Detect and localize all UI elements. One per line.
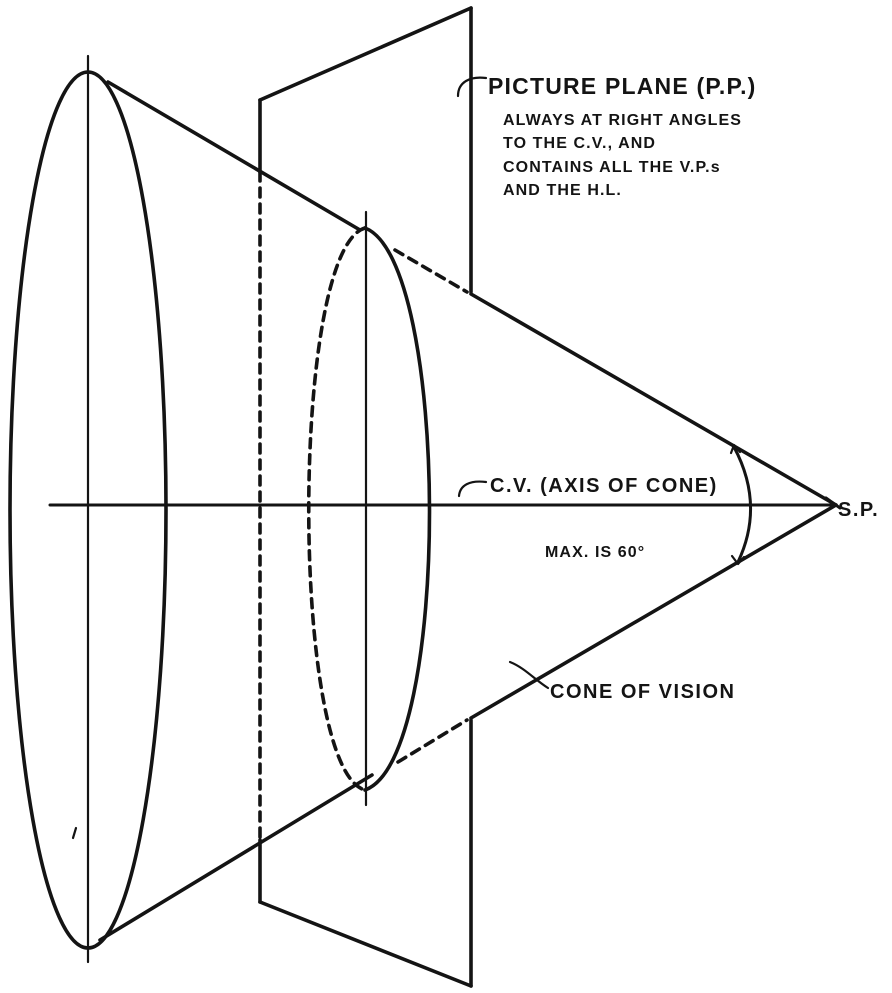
stray-mark [71,826,78,840]
cone-lower-edge-back [469,503,838,720]
picture-plane-top-edge [258,6,473,102]
angle-arc-arrow-bottom [730,554,746,566]
cone-of-vision-label: CONE OF VISION [550,681,735,703]
picture-plane-note-line-4: AND THE H.L. [503,182,622,199]
picture-plane-note-line-2: TO THE C.V., AND [503,135,656,152]
cone-of-vision [98,80,838,942]
picture-plane [258,6,473,988]
picture-plane-bottom-edge [258,900,473,988]
max-angle-label: MAX. IS 60° [545,544,645,561]
picture-plane-note-line-1: ALWAYS AT RIGHT ANGLES [503,112,742,129]
picture-plane-note-line-3: CONTAINS ALL THE V.P.s [503,159,721,176]
picture-plane-label: PICTURE PLANE (P.P.) [488,73,757,99]
picture-plane-section [306,226,432,792]
angle-arc-arrow-top [729,443,742,455]
section-ellipse-visible-half [363,226,432,792]
section-ellipse-hidden-half [306,226,367,792]
central-visual-ray-label: C.V. (AXIS OF CONE) [490,475,718,497]
cone-lower-edge-hidden [396,718,469,764]
station-point-mark [824,496,842,510]
cone-upper-edge-back [469,292,838,507]
cone-upper-edge-front [106,80,362,232]
angle-arc [732,445,752,564]
picture-plane-leader [456,76,488,98]
cone-lower-edge-front [98,773,374,942]
cone-of-vision-leader [508,660,550,690]
cone-upper-edge-hidden [393,248,469,294]
cv-leader [457,480,488,498]
station-point-label: S.P. [838,499,879,521]
